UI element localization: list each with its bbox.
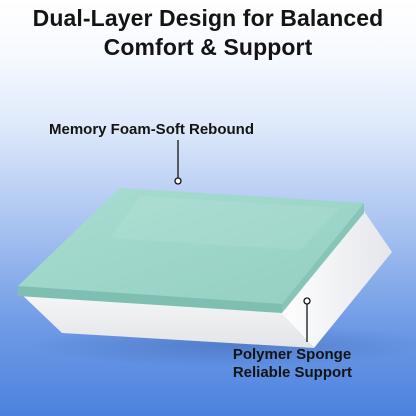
foam-side-edge: [282, 203, 364, 313]
foam-highlight: [110, 196, 340, 250]
foam-front-edge: [18, 286, 282, 313]
headline-line-2: Comfort & Support: [103, 34, 313, 60]
headline: Dual-Layer Design for Balanced Comfort &…: [0, 4, 416, 62]
callout-dot-bottom: [303, 297, 311, 305]
sponge-front-edge: [18, 291, 314, 348]
polymer-sponge-label: Polymer Sponge Reliable Support: [233, 346, 352, 382]
callout-dot-top: [174, 177, 182, 185]
polymer-sponge-label-line-1: Polymer Sponge: [232, 346, 352, 363]
memory-foam-label: Memory Foam-Soft Rebound: [49, 121, 254, 138]
headline-line-1: Dual-Layer Design for Balanced: [32, 5, 384, 31]
polymer-sponge-label-line-2: Reliable Support: [232, 364, 352, 381]
memory-foam-top: [18, 188, 364, 304]
